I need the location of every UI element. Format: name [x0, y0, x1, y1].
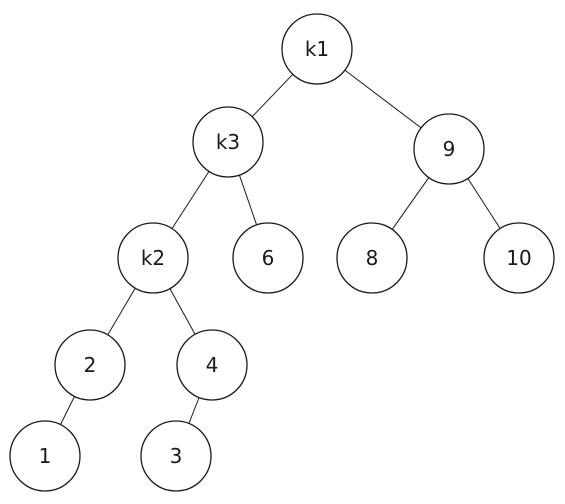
node-label: 2: [84, 353, 97, 377]
tree-node-n4: 4: [176, 329, 248, 401]
node-label: k3: [216, 130, 240, 154]
node-label: 1: [39, 444, 52, 468]
tree-node-n8: 8: [336, 222, 408, 294]
tree-node-k2: k2: [117, 222, 189, 294]
node-circle: [413, 113, 485, 185]
node-circle: [54, 329, 126, 401]
edge-n2-n1: [60, 396, 75, 425]
edge-n4-n3: [188, 397, 200, 424]
node-circle: [483, 222, 555, 294]
node-label: k2: [141, 246, 165, 270]
node-circle: [336, 222, 408, 294]
tree-node-n10: 10: [483, 222, 555, 294]
tree-edges: [60, 69, 501, 425]
tree-node-n6: 6: [232, 222, 304, 294]
node-label: k1: [305, 37, 329, 61]
node-circle: [232, 222, 304, 294]
node-label: 8: [366, 246, 379, 270]
node-circle: [192, 106, 264, 178]
edge-k3-n6: [238, 174, 258, 226]
node-label: 6: [262, 246, 275, 270]
edge-k1-k3: [251, 73, 294, 118]
tree-node-n2: 2: [54, 329, 126, 401]
tree-node-n9: 9: [413, 113, 485, 185]
node-label: 9: [443, 137, 456, 161]
edge-k1-n9: [344, 69, 422, 129]
node-label: 4: [206, 353, 219, 377]
node-label: 10: [506, 246, 531, 270]
tree-node-k3: k3: [192, 106, 264, 178]
edge-n9-n8: [391, 177, 430, 230]
edge-k2-n4: [169, 288, 196, 335]
edge-k2-n2: [107, 287, 136, 336]
edge-n9-n10: [467, 178, 501, 229]
tree-node-k1: k1: [281, 13, 353, 85]
edge-k3-k2: [171, 171, 210, 229]
node-circle: [281, 13, 353, 85]
node-circle: [140, 420, 212, 492]
node-circle: [176, 329, 248, 401]
node-label: 3: [170, 444, 183, 468]
node-circle: [117, 222, 189, 294]
node-circle: [9, 420, 81, 492]
tree-nodes: k1 k3 9 k2 6 8 10 2 4 1 3: [9, 13, 555, 492]
tree-node-n3: 3: [140, 420, 212, 492]
tree-node-n1: 1: [9, 420, 81, 492]
